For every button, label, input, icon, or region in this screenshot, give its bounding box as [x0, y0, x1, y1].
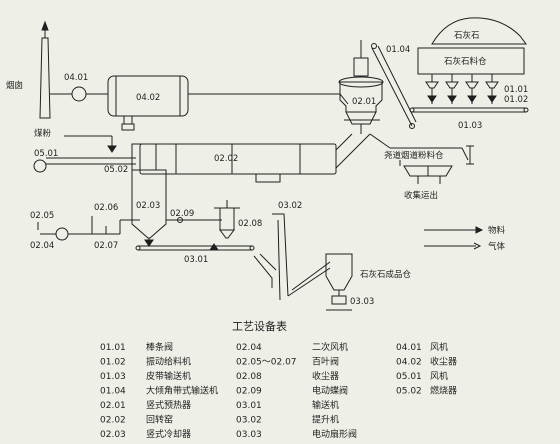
inclined-conveyor-01-04 [371, 43, 417, 129]
table-name-2-2: 百叶阀 [312, 357, 339, 368]
table-name-3-3: 风机 [430, 370, 448, 382]
table-name-3-2: 收尘器 [430, 356, 457, 368]
dust-collector-04-02 [107, 75, 189, 131]
chimney [39, 20, 51, 119]
table-code-2-3: 02.08 [236, 372, 262, 382]
table-name-2-7: 电动扇形阀 [312, 428, 357, 440]
table-code-3-1: 04.01 [396, 343, 422, 353]
table-code-1-6: 02.02 [100, 416, 126, 426]
code-04-02: 04.02 [136, 93, 160, 103]
table-code-1-2: 01.02 [100, 358, 126, 368]
belt-conveyor-01-03 [409, 107, 529, 113]
table-code-1-7: 02.03 [100, 430, 126, 440]
equipment-table: 01.01 棒条阀 01.02 振动给料机 01.03 皮带输送机 01.04 大倾角带式输送… [100, 341, 457, 440]
table-code-1-5: 02.01 [100, 401, 126, 411]
table-name-2-4: 电动蝶阀 [312, 385, 348, 397]
rotary-kiln-02-02 [139, 133, 371, 183]
code-03-02: 03.02 [278, 201, 302, 211]
fan-05-01 [33, 157, 136, 173]
code-01-01: 01.01 [504, 85, 528, 95]
table-name-2-1: 二次风机 [312, 341, 348, 353]
code-01-02: 01.02 [504, 95, 528, 105]
chimney-label: 烟囱 [6, 80, 23, 91]
code-02-01: 02.01 [352, 97, 376, 107]
code-02-08: 02.08 [238, 219, 262, 229]
table-name-1-3: 皮带输送机 [146, 370, 191, 382]
code-04-01: 04.01 [64, 73, 88, 83]
dust-collector-02-08 [214, 200, 240, 239]
code-02-07: 02.07 [94, 241, 118, 251]
table-code-1-4: 01.04 [100, 387, 126, 397]
code-05-01: 05.01 [34, 149, 58, 159]
table-name-2-3: 收尘器 [312, 370, 339, 382]
butterfly-valve-02-09 [166, 217, 222, 223]
fan-04-01 [50, 86, 108, 102]
limestone-label: 石灰石 [454, 30, 480, 41]
limestone-pile [431, 17, 527, 45]
code-01-03: 01.03 [458, 121, 482, 131]
table-code-1-3: 01.03 [100, 372, 126, 382]
table-name-1-6: 回转窑 [146, 414, 173, 426]
table-name-1-1: 棒条阀 [146, 341, 173, 353]
table-code-3-2: 04.02 [396, 358, 422, 368]
table-name-1-2: 振动给料机 [146, 356, 191, 368]
coal-label: 煤粉 [34, 128, 52, 139]
table-name-3-1: 风机 [430, 341, 448, 353]
code-01-04: 01.04 [386, 45, 410, 55]
collection-hopper [399, 160, 453, 184]
bucket-elevator-03-02 [253, 213, 331, 301]
conveyor-03-01 [135, 243, 255, 251]
limestone-silo [417, 47, 525, 104]
table-code-3-4: 05.02 [396, 387, 422, 397]
table-code-2-2: 02.05～02.07 [236, 358, 297, 368]
dust-out-label: 收集运出 [404, 190, 438, 201]
code-02-03: 02.03 [136, 201, 160, 211]
code-03-03: 03.03 [350, 297, 374, 307]
fan-02-04 [37, 216, 140, 241]
cooler-02-03 [131, 143, 167, 247]
table-code-2-5: 03.01 [236, 401, 262, 411]
coal-silo [369, 133, 474, 165]
table-name-3-4: 燃烧器 [430, 385, 457, 397]
table-code-3-3: 05.01 [396, 372, 422, 382]
limestone-silo-label: 石灰石料仓 [444, 56, 487, 67]
product-silo-label: 石灰石成品仓 [360, 269, 412, 280]
coal-feed-line [64, 135, 117, 153]
table-name-2-6: 提升机 [312, 414, 339, 426]
legend-material-label: 物料 [488, 225, 506, 236]
table-name-2-5: 输送机 [312, 399, 339, 411]
equipment-table-title: 工艺设备表 [232, 319, 287, 333]
code-02-06: 02.06 [94, 203, 118, 213]
table-code-2-6: 03.02 [236, 416, 262, 426]
legend [424, 226, 484, 250]
code-02-04: 02.04 [30, 241, 54, 251]
code-02-09: 02.09 [170, 209, 194, 219]
table-name-1-5: 竖式预热器 [146, 399, 191, 411]
preheater-02-01 [338, 40, 384, 134]
table-code-2-4: 02.09 [236, 387, 262, 397]
coal-silo-label: 尧道烟道粉料仓 [384, 150, 444, 161]
table-code-1-1: 01.01 [100, 343, 126, 353]
table-code-2-7: 03.03 [236, 430, 262, 440]
code-03-01: 03.01 [184, 255, 208, 265]
table-name-1-4: 大倾角带式输送机 [146, 385, 218, 397]
code-05-02: 05.02 [104, 165, 128, 175]
code-02-05: 02.05 [30, 211, 54, 221]
legend-gas-label: 气体 [488, 241, 506, 252]
table-code-2-1: 02.04 [236, 343, 262, 353]
table-name-1-7: 竖式冷却器 [146, 428, 191, 440]
code-02-02: 02.02 [214, 154, 238, 164]
product-silo [325, 253, 353, 311]
